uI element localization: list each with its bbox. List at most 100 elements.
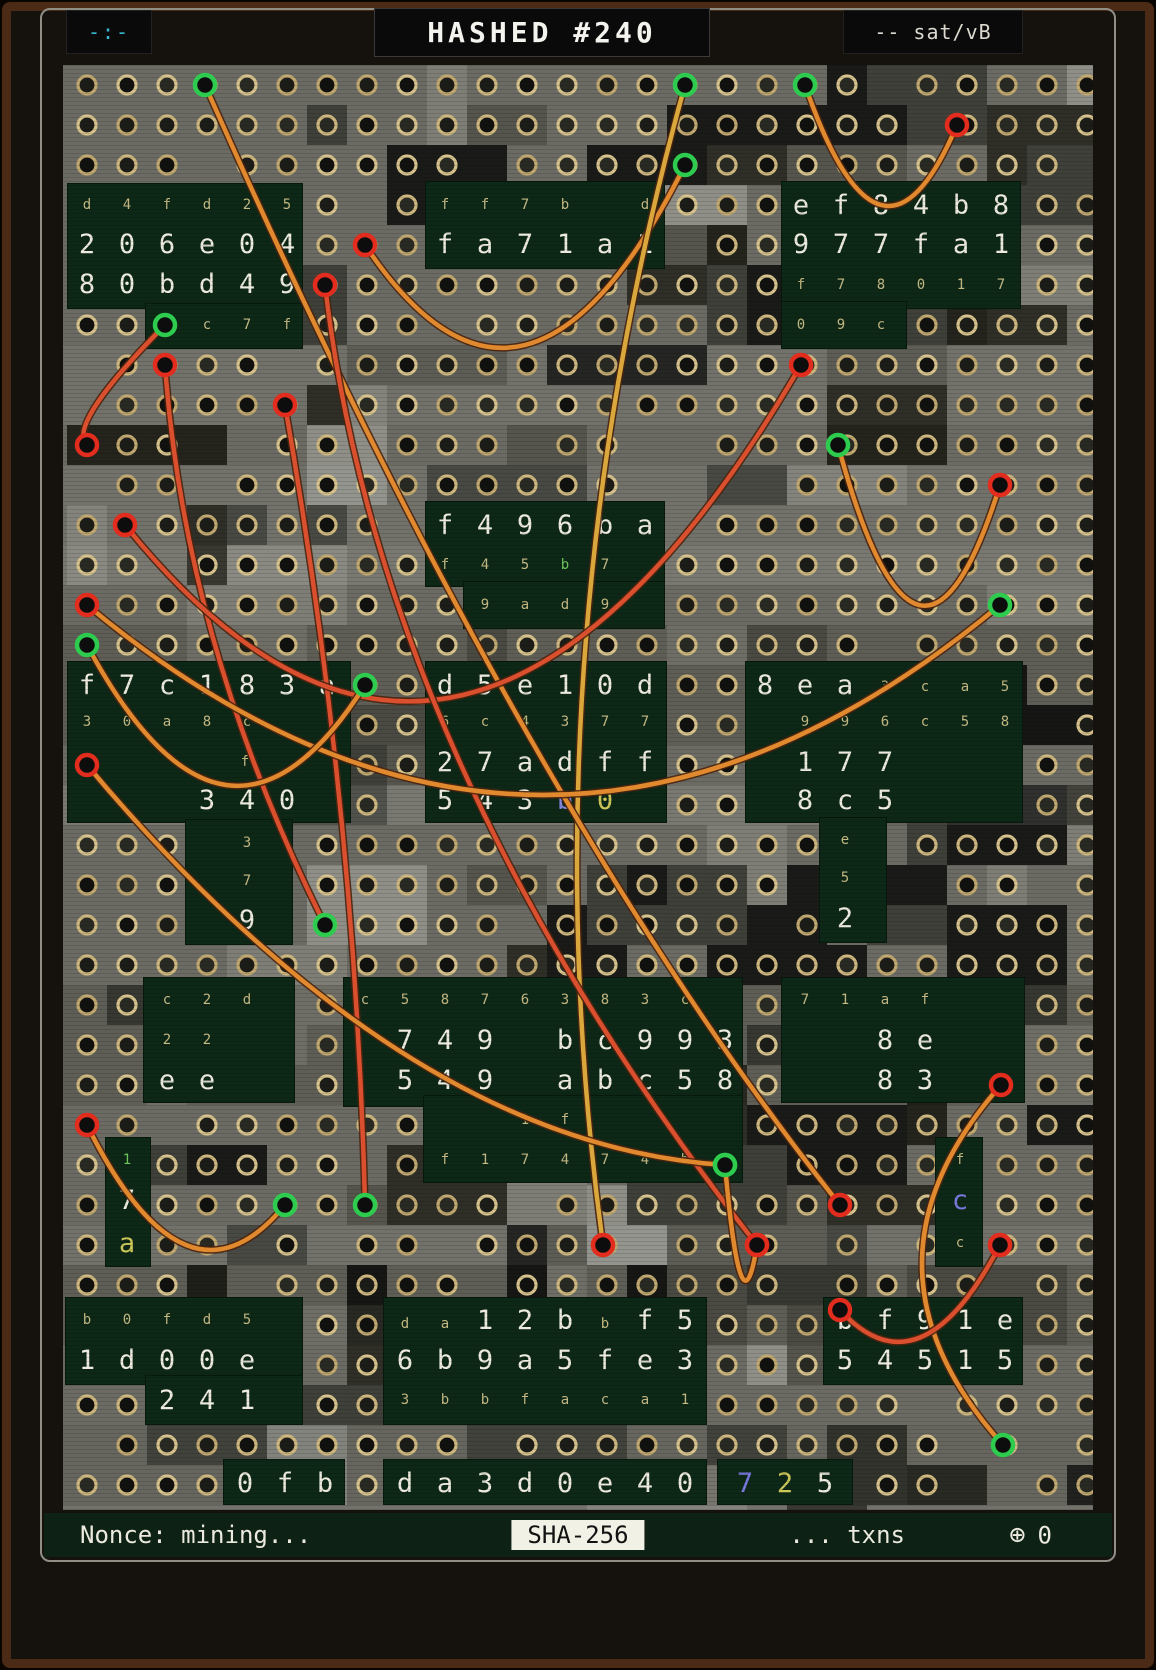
hole (516, 1434, 538, 1456)
hex-char: b (556, 784, 574, 816)
hole (356, 1314, 378, 1336)
hex-char: 7 (520, 197, 530, 213)
hex-char: f (636, 1304, 654, 1336)
hex-char: a (640, 1392, 650, 1408)
hole (916, 354, 938, 376)
hex-char: 7 (516, 228, 534, 260)
hole (676, 1434, 698, 1456)
hex-char: 9 (676, 1024, 694, 1056)
hole (1036, 234, 1058, 256)
hole (996, 874, 1018, 896)
hole (956, 314, 978, 336)
hex-char: 5 (960, 714, 970, 730)
hex-char: 4 (520, 714, 530, 730)
hex-char: 8 (78, 268, 96, 300)
hex-char: 7 (600, 557, 610, 573)
hex-char: 8 (992, 189, 1010, 221)
hex-char: f (920, 992, 930, 1008)
hex-char: 9 (600, 597, 610, 613)
hex-char: e (198, 228, 216, 260)
hex-char: 1 (636, 228, 654, 260)
hole (1036, 154, 1058, 176)
hole (1036, 1314, 1058, 1336)
hex-char: 8 (756, 669, 774, 701)
hex-char: e (792, 189, 810, 221)
hex-row: e (825, 820, 865, 860)
hex-char: 7 (736, 1467, 754, 1499)
hex-char: c (636, 1064, 654, 1096)
hole (76, 554, 98, 576)
hex-char: 7 (640, 714, 650, 730)
hex-char: 3 (676, 1344, 694, 1376)
hex-char: e (840, 832, 850, 848)
hex-char: 1 (480, 1152, 490, 1168)
hole (876, 1434, 898, 1456)
hex-char: 7 (832, 228, 850, 260)
hex-char: 1 (476, 1304, 494, 1336)
hex-char: 2 (202, 992, 212, 1008)
hex-char: f (596, 1344, 614, 1376)
hex-char: 9 (516, 509, 534, 541)
circled-plus-icon: ⊕ (1009, 1519, 1026, 1551)
hole (916, 1474, 938, 1496)
nonce-status: Nonce: mining... (80, 1521, 312, 1549)
hex-char: 3 (400, 1392, 410, 1408)
hex-char: 7 (118, 669, 136, 701)
hex-char: b (952, 189, 970, 221)
hex-char: 8 (600, 992, 610, 1008)
hex-row: 7 (107, 1180, 147, 1220)
hex-char: d (396, 1467, 414, 1499)
hole (1076, 314, 1093, 336)
hole (1036, 1114, 1058, 1136)
hex-char: f (440, 1152, 450, 1168)
hole (1036, 994, 1058, 1016)
hole (1076, 834, 1093, 856)
hex-char: 4 (436, 1024, 454, 1056)
hole (796, 1434, 818, 1456)
hole (956, 954, 978, 976)
chip-bottom-left-block (145, 1375, 303, 1425)
hole (916, 834, 938, 856)
hex-char: 5 (400, 992, 410, 1008)
hole (1036, 754, 1058, 776)
hole (1076, 954, 1093, 976)
hex-char: f (480, 197, 490, 213)
hex-char: f (832, 189, 850, 221)
hole (1076, 674, 1093, 696)
hole (1036, 1394, 1058, 1416)
hole (1036, 514, 1058, 536)
hex-char: a (436, 1467, 454, 1499)
hole (76, 154, 98, 176)
hex-char: 0 (122, 714, 132, 730)
fee-indicator: ⊕ 0 (1009, 1520, 1052, 1551)
hex-char: c (480, 714, 490, 730)
hex-char: 2 (158, 1384, 176, 1416)
hole (116, 154, 138, 176)
hole (1076, 274, 1093, 296)
hex-char: 7 (600, 1152, 610, 1168)
chip-bottom-left-block (65, 1297, 303, 1385)
hex-char: 5 (1000, 679, 1010, 695)
hex-char: 1 (680, 1392, 690, 1408)
hex-char: 4 (436, 1064, 454, 1096)
hex-char: b (82, 1312, 92, 1328)
hole (1076, 1074, 1093, 1096)
hex-char: 9 (916, 1304, 934, 1336)
hole (396, 1434, 418, 1456)
hex-char: 8 (876, 1024, 894, 1056)
hex-char: 0 (198, 1344, 216, 1376)
hole (1076, 1234, 1093, 1256)
hole (116, 1394, 138, 1416)
